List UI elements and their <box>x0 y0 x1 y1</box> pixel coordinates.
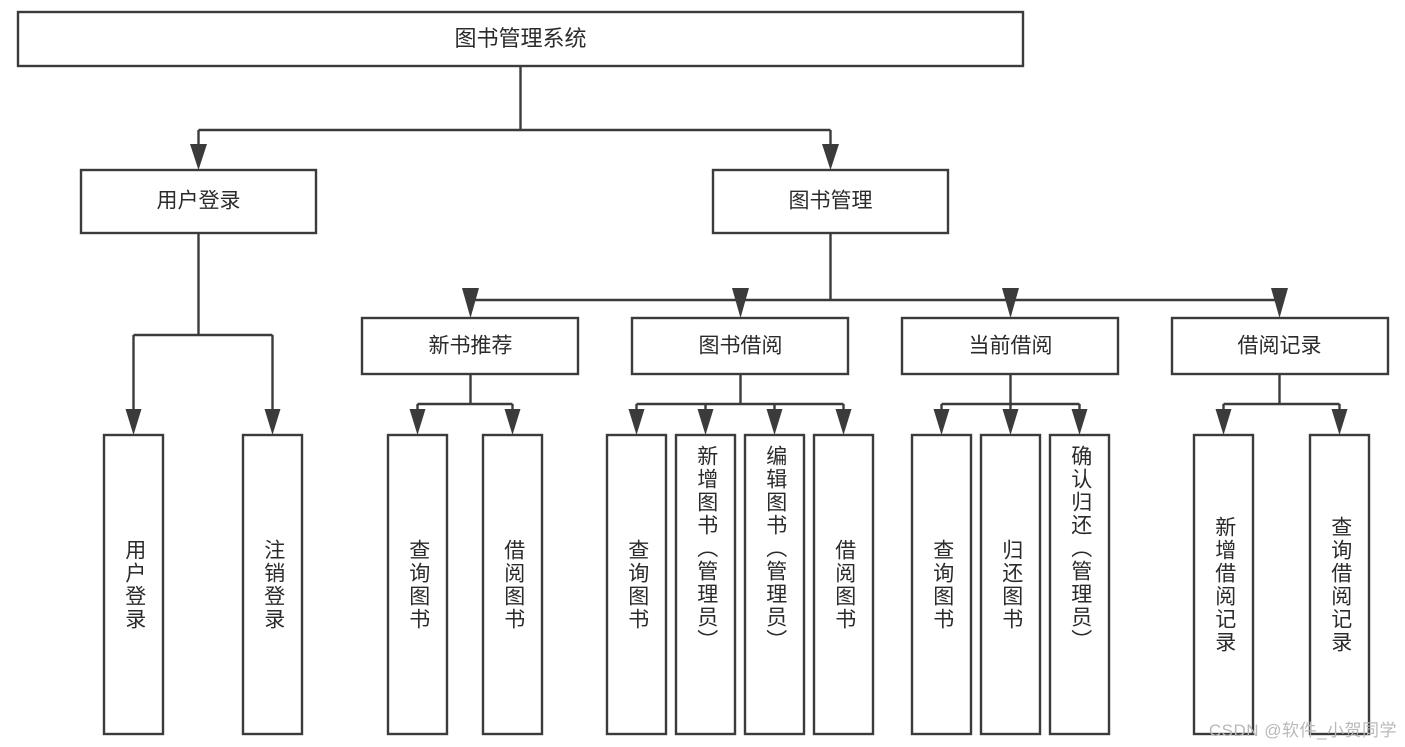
leaf-box-borrow-record-1[interactable] <box>1192 433 1255 736</box>
node-new-book-recommend[interactable]: 新书推荐 <box>360 316 580 376</box>
leaf-box-book-borrow-2[interactable] <box>674 433 737 736</box>
leaf-box-user-login-1[interactable] <box>102 433 165 736</box>
node-root-label: 图书管理系统 <box>454 26 586 51</box>
arrowhead-currentborrow-l1 <box>933 409 950 435</box>
node-current-borrow-label: 当前借阅 <box>969 335 1053 358</box>
arrowhead-bookmgmt-c3 <box>1002 288 1019 318</box>
node-new-book-recommend-label: 新书推荐 <box>429 335 513 358</box>
leaf-box-user-login-2[interactable] <box>241 433 304 736</box>
arrowhead-currentborrow-l3 <box>1071 409 1088 435</box>
leaf-box-new-book-2[interactable] <box>481 433 544 736</box>
leaf-box-current-borrow-3[interactable] <box>1048 433 1111 736</box>
node-borrow-record-label: 借阅记录 <box>1238 335 1322 358</box>
node-book-borrow-box[interactable] <box>630 316 850 376</box>
arrowhead-currentborrow-l2 <box>1002 409 1019 435</box>
node-root[interactable]: 图书管理系统 <box>16 10 1025 68</box>
arrowhead-root-to-userlogin <box>190 144 207 170</box>
node-book-management[interactable]: 图书管理 <box>711 168 950 235</box>
arrowhead-borrowrecord-l1 <box>1215 409 1232 435</box>
node-book-management-label: 图书管理 <box>789 190 873 213</box>
arrowhead-bookmgmt-c1 <box>462 288 479 318</box>
arrowhead-borrowrecord-l2 <box>1331 409 1348 435</box>
node-book-borrow-label: 图书借阅 <box>699 335 783 358</box>
node-root-box[interactable] <box>16 10 1025 68</box>
leaf-box-current-borrow-2[interactable] <box>979 433 1042 736</box>
arrowhead-newbook-l1 <box>409 409 426 435</box>
node-current-borrow-box[interactable] <box>900 316 1120 376</box>
node-borrow-record[interactable]: 借阅记录 <box>1170 316 1390 376</box>
arrowhead-bookmgmt-c4 <box>1271 288 1288 318</box>
node-book-borrow[interactable]: 图书借阅 <box>630 316 850 376</box>
arrowhead-root-to-bookmgmt <box>822 144 839 170</box>
leaf-box-book-borrow-4[interactable] <box>812 433 875 736</box>
arrowhead-bookmgmt-c2 <box>732 288 749 318</box>
node-current-borrow[interactable]: 当前借阅 <box>900 316 1120 376</box>
node-user-login[interactable]: 用户登录 <box>79 168 318 235</box>
leaf-box-current-borrow-1[interactable] <box>910 433 973 736</box>
node-new-book-recommend-box[interactable] <box>360 316 580 376</box>
leaf-box-book-borrow-1[interactable] <box>605 433 668 736</box>
node-book-management-box[interactable] <box>711 168 950 235</box>
node-user-login-box[interactable] <box>79 168 318 235</box>
leaf-box-borrow-record-2[interactable] <box>1308 433 1371 736</box>
arrowhead-bookborrow-l1 <box>628 409 645 435</box>
node-user-login-label: 用户登录 <box>157 190 241 213</box>
arrowhead-bookborrow-l3 <box>766 409 783 435</box>
arrowhead-userlogin-leaf2 <box>264 409 281 435</box>
leaf-box-book-borrow-3[interactable] <box>743 433 806 736</box>
connector-group <box>125 66 1348 435</box>
arrowhead-newbook-l2 <box>504 409 521 435</box>
arrowhead-bookborrow-l2 <box>697 409 714 435</box>
leaf-box-new-book-1[interactable] <box>386 433 449 736</box>
arrowhead-bookborrow-l4 <box>835 409 852 435</box>
node-borrow-record-box[interactable] <box>1170 316 1390 376</box>
arrowhead-userlogin-leaf1 <box>125 409 142 435</box>
csdn-watermark: CSDN @软件_小贺同学 <box>1208 721 1397 740</box>
